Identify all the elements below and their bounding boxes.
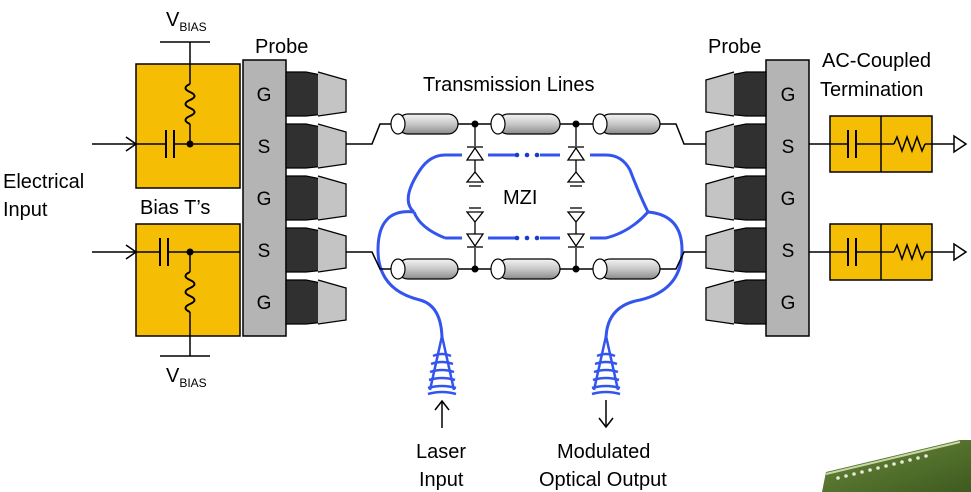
grating-coupler-output [591,335,621,396]
electrical-input-arrow-top [92,136,138,152]
laser-input-label-line1: Laser [416,441,466,463]
transmission-line-top [346,113,706,145]
modulated-output-label-line2: Optical Output [539,469,667,491]
probe-left-pad-3: G [257,189,272,210]
probe-left-pad-5: G [257,293,272,314]
ac-coupled-termination-top [809,115,968,173]
probe-right-label: Probe [708,36,761,58]
diodes-top-arm [465,124,586,187]
probe-left: G S G S G [242,59,347,337]
probe-right-pad-2: S [782,137,795,158]
laser-input-label-line2: Input [419,469,464,491]
mzi-waveguides [376,153,684,341]
ac-coupled-termination-bottom [809,223,968,281]
modulated-output-label-line1: Modulated [557,441,650,463]
probe-left-pad-1: G [257,85,272,106]
ac-coupled-label-line1: AC-Coupled [822,50,931,72]
diodes-bottom-arm [465,207,586,269]
bias-tee-bottom [135,223,241,337]
probe-right-pad-3: G [781,189,796,210]
electrical-input-label-line1: Electrical [3,171,84,193]
probe-right-pad-4: S [782,241,795,262]
vbias-bottom-label: VBIAS [166,365,207,390]
probe-right-pad-5: G [781,293,796,314]
vbias-top-sub: BIAS [179,20,206,34]
vbias-top-label: VBIAS [166,9,207,34]
probe-left-pad-4: S [258,241,271,262]
laser-input-arrow [434,399,450,428]
probe-left-label: Probe [255,36,308,58]
probe-left-tips [285,71,347,325]
vbias-bottom-main: V [166,365,180,387]
transmission-line-bottom [346,251,706,280]
vbias-top-main: V [166,9,180,31]
bias-tees-label: Bias T’s [140,197,210,219]
vbias-bottom-sub: BIAS [179,376,206,390]
chip-photo-fragment [822,440,971,492]
optical-output-arrow [598,400,614,429]
electrical-input-arrow-bottom [92,244,138,260]
grating-coupler-input [427,335,457,396]
probe-left-pad-2: S [258,137,271,158]
probe-right: G S G S G [705,59,810,337]
ac-coupled-label-line2: Termination [820,79,923,101]
ellipsis-dots [514,152,540,241]
probe-right-pad-1: G [781,85,796,106]
bias-tee-top [135,63,241,189]
transmission-lines-label: Transmission Lines [423,74,595,96]
electrical-input-label-line2: Input [3,199,48,221]
probe-right-tips [705,71,767,325]
mzi-label: MZI [503,187,537,209]
